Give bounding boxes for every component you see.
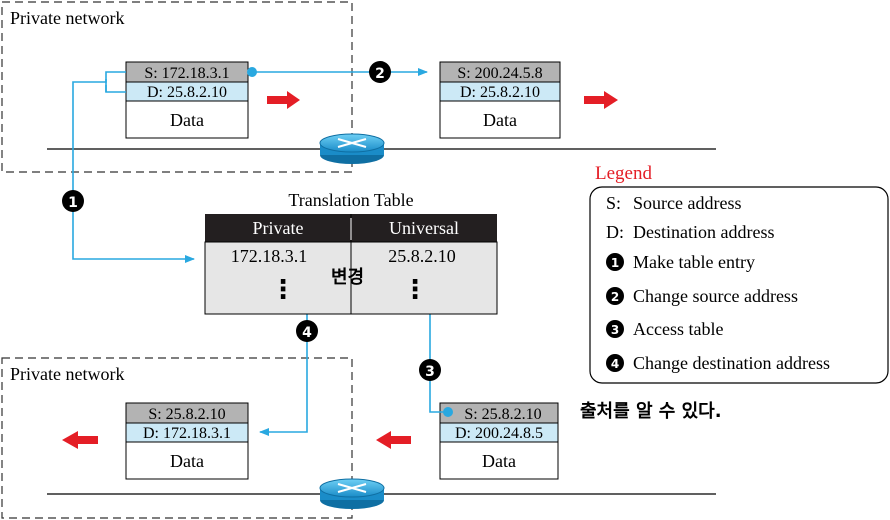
red-arrow-left-icon <box>62 431 98 449</box>
private-network-top-region <box>1 1 353 173</box>
legend-badge-3-number: 3 <box>611 323 619 337</box>
table-cell-universal: 25.8.2.10 <box>388 246 456 266</box>
private-network-bottom-label: Private network <box>10 364 124 384</box>
red-arrow-right-icon <box>267 91 300 109</box>
red-arrow-left-icon <box>376 431 411 449</box>
packet-data: Data <box>482 451 516 471</box>
table-header-universal: Universal <box>389 218 459 238</box>
svg-text:4: 4 <box>302 325 312 341</box>
translation-table-title: Translation Table <box>288 190 413 210</box>
packet-destination: D: 200.24.8.5 <box>455 425 543 442</box>
step-badge-4: 4 <box>296 320 318 342</box>
svg-text:2: 2 <box>375 66 385 82</box>
packet-outgoing-translated: S: 200.24.5.8 D: 25.8.2.10 Data <box>439 61 561 139</box>
legend-box: S: Source address D: Destination address… <box>589 186 889 384</box>
router-icon-top <box>319 133 385 164</box>
packet-incoming-universal: S: 25.8.2.10 D: 200.24.8.5 Data <box>439 402 559 480</box>
packet-data: Data <box>170 110 204 130</box>
packet-incoming-translated: S: 25.8.2.10 D: 172.18.3.1 Data <box>125 402 249 480</box>
step-badge-3: 3 <box>419 359 441 381</box>
svg-text:1: 1 <box>68 195 78 211</box>
legend-item-access-table: Access table <box>633 319 723 339</box>
legend-item-destination: Destination address <box>633 222 774 242</box>
flow-step-2-line <box>247 67 428 77</box>
legend-badge-1-number: 1 <box>611 256 619 270</box>
packet-source: S: 200.24.5.8 <box>457 65 542 82</box>
router-icon-bottom <box>319 478 385 509</box>
private-network-top-label: Private network <box>10 8 124 28</box>
legend-badge-3 <box>606 320 624 338</box>
table-ellipsis-private: ⋮ <box>270 275 296 305</box>
step-badge-1: 1 <box>62 190 84 212</box>
packet-data: Data <box>170 451 204 471</box>
legend-key-source: S: <box>606 193 621 213</box>
step-badge-2: 2 <box>369 61 391 83</box>
legend-title: Legend <box>595 163 652 184</box>
table-annotation: 변경 <box>331 267 364 288</box>
translation-table: Translation Table Private Universal 172.… <box>204 190 498 315</box>
legend-item-change-destination: Change destination address <box>633 353 830 373</box>
private-network-bottom-region <box>1 357 353 519</box>
packet-source: S: 25.8.2.10 <box>148 406 225 423</box>
packet-destination: D: 25.8.2.10 <box>147 84 227 101</box>
packet-outgoing-private: S: 172.18.3.1 D: 25.8.2.10 Data <box>125 61 249 139</box>
svg-text:3: 3 <box>425 364 435 380</box>
packet-data: Data <box>483 110 517 130</box>
korean-note: 출처를 알 수 있다. <box>580 401 722 422</box>
legend-badge-4 <box>606 354 624 372</box>
flow-step-1-line <box>72 71 195 263</box>
legend-badge-2 <box>606 287 624 305</box>
legend-item-change-source: Change source address <box>633 286 798 306</box>
table-header-private: Private <box>253 218 304 238</box>
legend-key-destination: D: <box>606 222 624 242</box>
legend-badge-2-number: 2 <box>611 290 619 304</box>
legend-badge-4-number: 4 <box>611 357 619 371</box>
legend-badge-1 <box>606 253 624 271</box>
flow-step-3-line <box>426 273 453 417</box>
packet-destination: D: 25.8.2.10 <box>460 84 540 101</box>
packet-source: S: 172.18.3.1 <box>144 65 229 82</box>
legend-item-source: Source address <box>633 193 741 213</box>
red-arrow-right-icon <box>584 91 618 109</box>
packet-source: S: 25.8.2.10 <box>464 406 541 423</box>
table-cell-private: 172.18.3.1 <box>231 246 308 266</box>
table-ellipsis-universal: ⋮ <box>402 275 428 305</box>
legend-item-make-entry: Make table entry <box>633 252 755 272</box>
packet-destination: D: 172.18.3.1 <box>143 425 231 442</box>
